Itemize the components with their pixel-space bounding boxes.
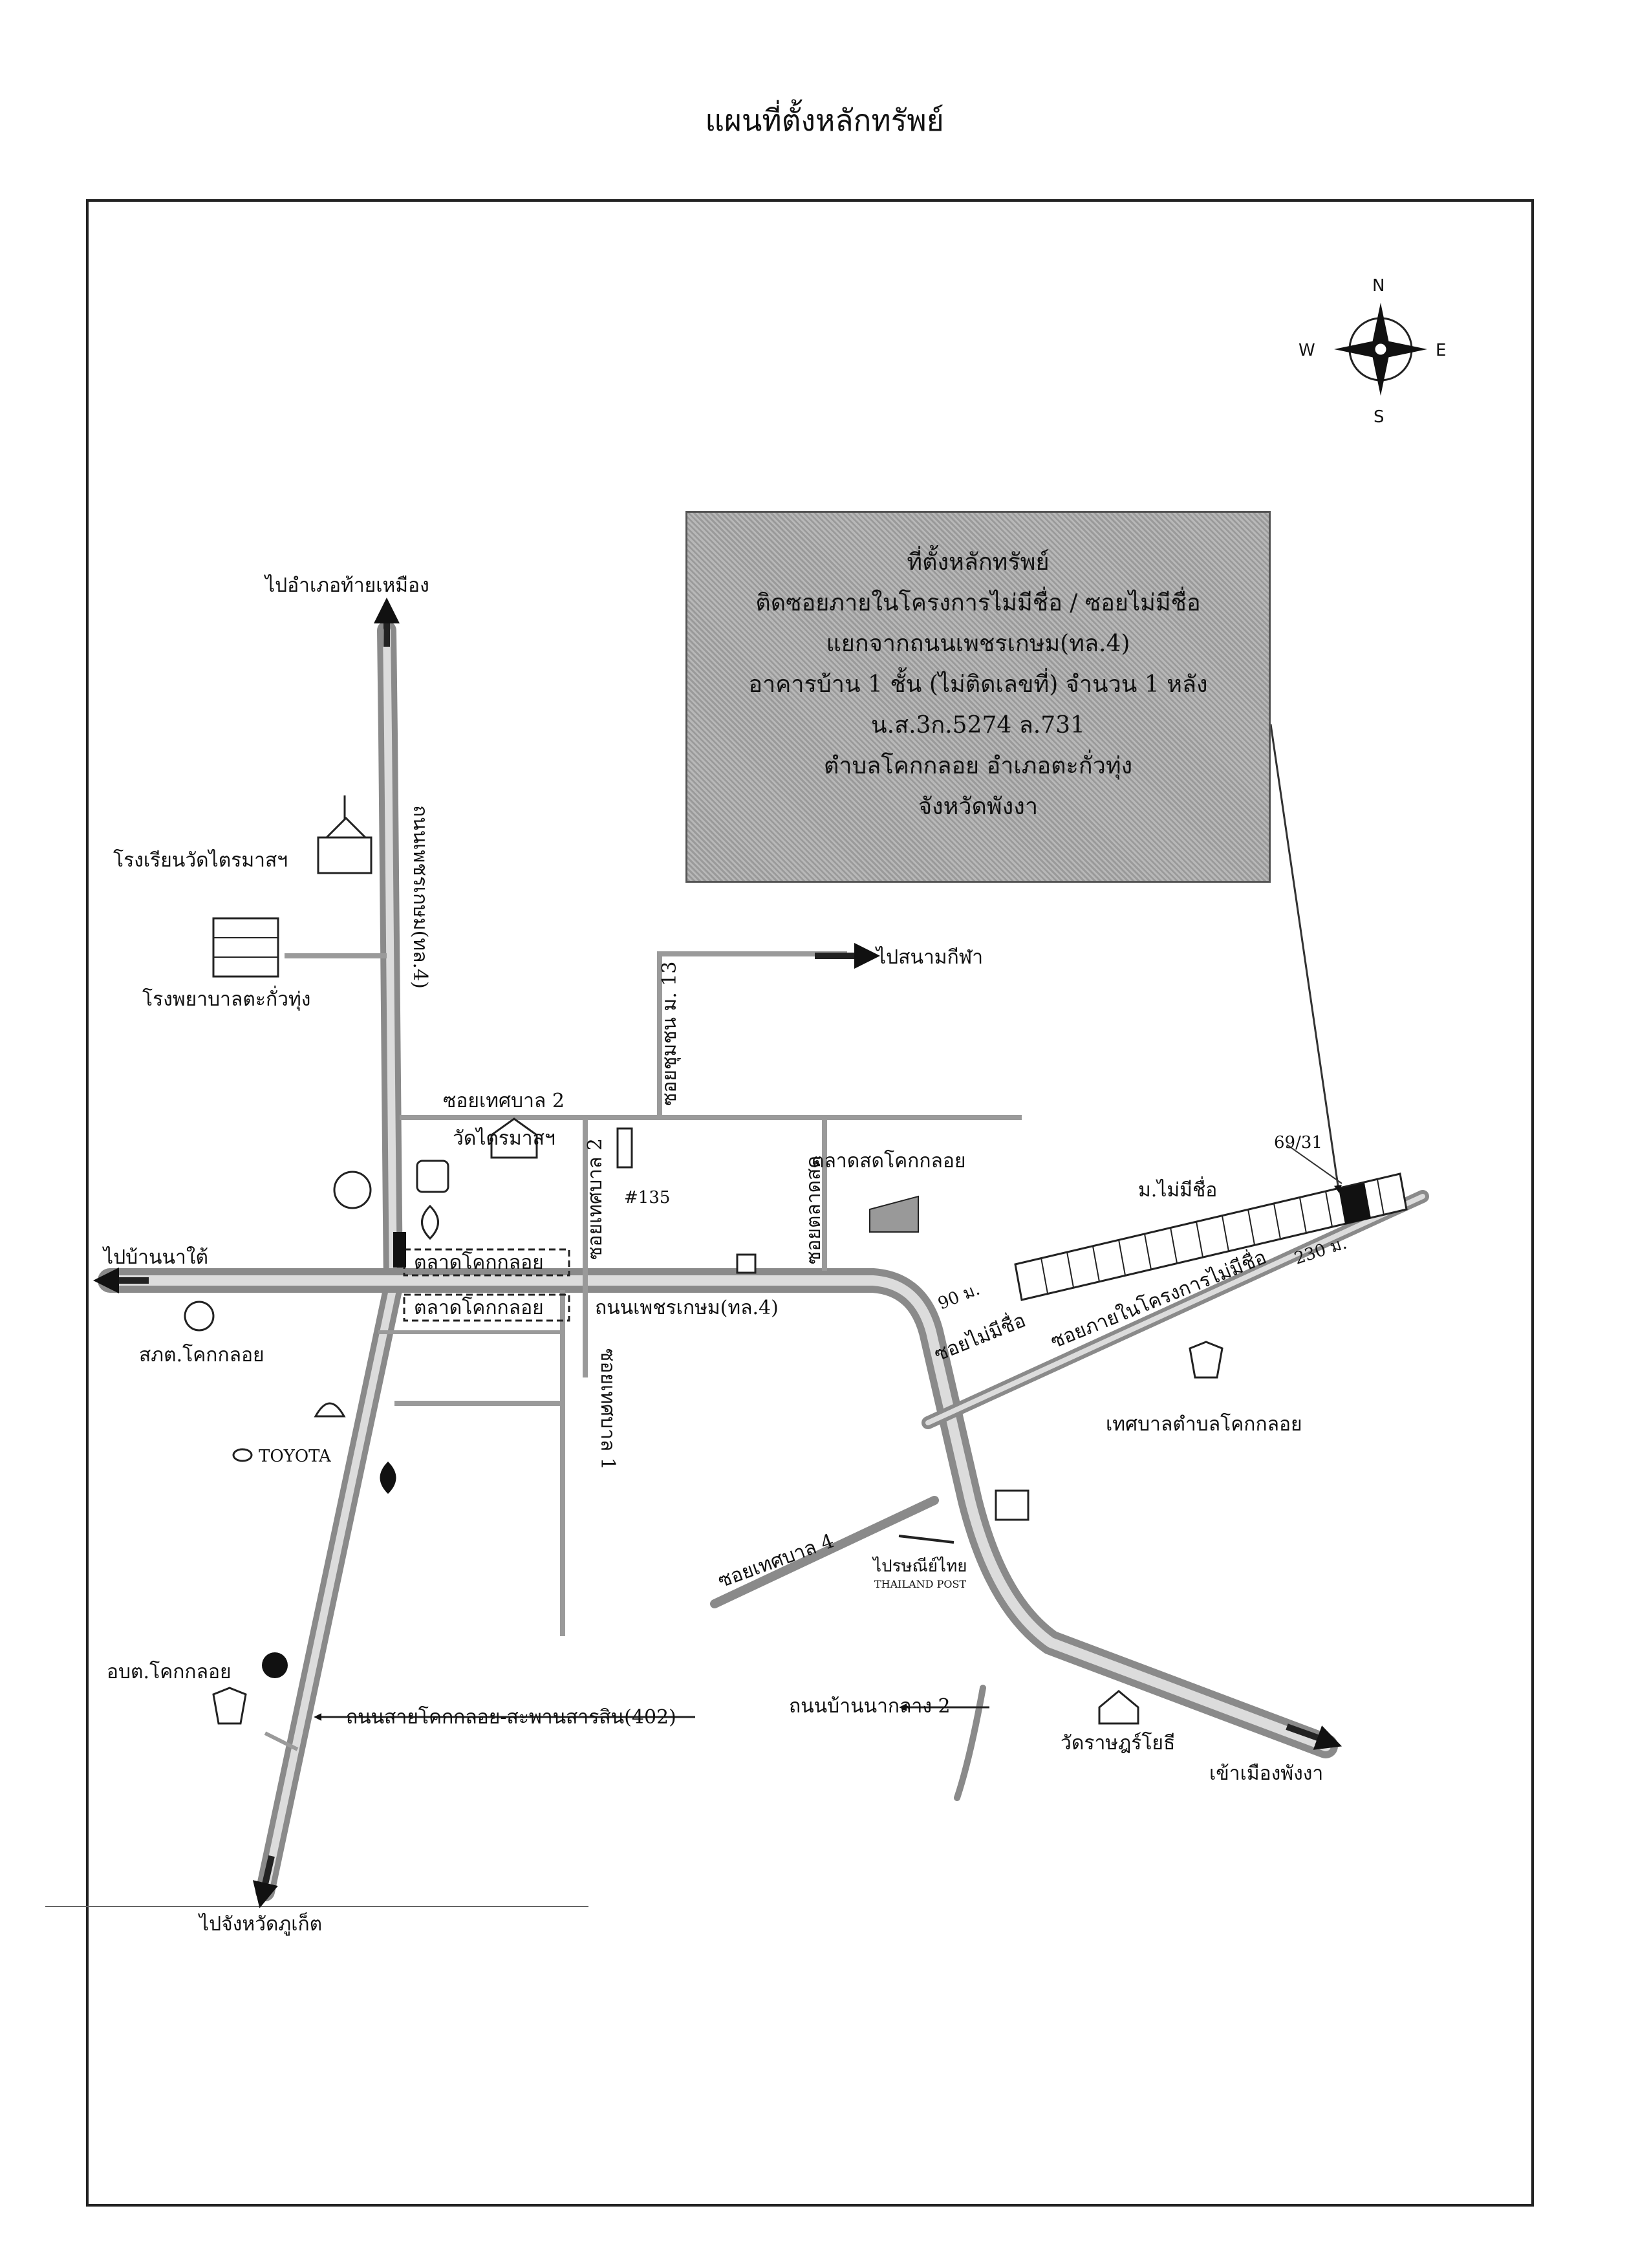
map-frame bbox=[86, 199, 1534, 2207]
post-logo-icon bbox=[898, 1535, 954, 1544]
building-135 bbox=[616, 1127, 633, 1169]
market-box-2 bbox=[403, 1293, 570, 1322]
road-label-petchkasem-ew: ถนนเพชรเกษม(ทล.4) bbox=[595, 1297, 779, 1319]
property-info-box: ที่ตั้งหลักทรัพย์ ติดซอยภายในโครงการไม่ม… bbox=[685, 511, 1271, 883]
label-to-phuket: ไปจังหวัดภูเก็ต bbox=[198, 1912, 322, 1936]
label-to-stadium: ไปสนามกีฬา bbox=[875, 945, 983, 969]
label-to-ban-na-tai: ไปบ้านนาใต้ bbox=[102, 1246, 208, 1269]
bank-icon-4 bbox=[380, 1462, 396, 1494]
label-toyota: TOYOTA bbox=[259, 1447, 332, 1466]
info-line: ติดซอยภายในโครงการไม่มีชื่อ / ซอยไม่มีชื… bbox=[755, 590, 1201, 616]
compass-s: S bbox=[1374, 407, 1385, 427]
label-fresh-market: ตลาดสดโคกกลอย bbox=[812, 1149, 965, 1172]
info-line: น.ส.3ก.5274 ล.731 bbox=[871, 712, 1085, 739]
toyota-logo-icon bbox=[232, 1448, 253, 1462]
road-label-tessaban-2-v: ซอยเทศบาล 2 bbox=[584, 1138, 607, 1260]
label-135: #135 bbox=[624, 1188, 670, 1207]
label-municipality: เทศบาลตำบลโคกกลอย bbox=[1106, 1412, 1302, 1436]
soi-tessaban-4-road bbox=[710, 1496, 939, 1608]
road-label-soi-no-name: ซอยไม่มีชื่อ bbox=[930, 1306, 1029, 1366]
post-box-icon bbox=[995, 1489, 1029, 1521]
obt-connector bbox=[264, 1731, 299, 1751]
market-icon bbox=[869, 1195, 919, 1233]
compass-e: E bbox=[1436, 341, 1446, 360]
label-to-phang-nga: เข้าเมืองพังงา bbox=[1209, 1762, 1323, 1785]
label-wat-rat: วัดราษฎร์โยธี bbox=[1061, 1731, 1175, 1755]
bank-icon-3 bbox=[314, 1402, 346, 1418]
bank-icon bbox=[416, 1160, 449, 1193]
road-label-tessaban-2: ซอยเทศบาล 2 bbox=[443, 1090, 565, 1112]
label-obt: อบต.โคกกลอย bbox=[107, 1660, 232, 1683]
shop-icon bbox=[736, 1253, 757, 1274]
bank-icon-2 bbox=[421, 1204, 439, 1240]
label-post-en: THAILAND POST bbox=[874, 1578, 966, 1590]
label-school: โรงเรียนวัดไตรมาสฯ bbox=[113, 848, 288, 872]
road-label-402: ถนนสายโคกกลอย-สะพานสารสิน(402) bbox=[346, 1705, 676, 1729]
project-houses bbox=[1014, 724, 1408, 1301]
school-icon bbox=[317, 795, 372, 874]
road-label-talat-sod: ซอยตลาดสด bbox=[803, 1156, 825, 1264]
ban-na-klang-road bbox=[954, 1685, 986, 1801]
soi-chumchon-13 bbox=[657, 951, 847, 1118]
page-title: แผนที่ตั้งหลักทรัพย์ bbox=[705, 103, 944, 138]
arrow-phang-nga bbox=[1286, 1723, 1342, 1750]
label-to-thai-mueang: ไปอำเภอท้ายเหมือง bbox=[264, 574, 429, 597]
road-label-tessaban-1: ซอยเทศบาล 1 bbox=[596, 1348, 619, 1470]
label-post: ไปรษณีย์ไทย bbox=[872, 1556, 967, 1576]
police-icon bbox=[184, 1301, 215, 1332]
road-label-petchkasem-ns: ถนนเพชรเกษม(ทล.4) bbox=[409, 805, 431, 989]
police-seal-icon bbox=[333, 1171, 372, 1209]
compass-w: W bbox=[1299, 341, 1315, 360]
house-no-pointer bbox=[1286, 1144, 1342, 1184]
info-line: ที่ตั้งหลักทรัพย์ bbox=[907, 549, 1050, 576]
compass-rose bbox=[1334, 303, 1427, 396]
road-label-chumchon-13: ซอยชุมชน ม. 13 bbox=[658, 961, 682, 1106]
garuda-emblem-icon-2 bbox=[1189, 1341, 1223, 1379]
star-icon bbox=[262, 1652, 288, 1678]
road-network bbox=[98, 621, 1429, 1901]
temple-icon bbox=[490, 1118, 538, 1159]
compass-n: N bbox=[1372, 276, 1385, 296]
label-wat-traimas: วัดไตรมาสฯ bbox=[453, 1127, 555, 1150]
label-dist-90: 90 ม. bbox=[935, 1280, 982, 1314]
info-line: ตำบลโคกกลอย อำเภอตะกั่วทุ่ง bbox=[823, 753, 1133, 779]
arrow-south bbox=[252, 1855, 278, 1908]
label-m-no-name: ม.ไม่มีชื่อ bbox=[1138, 1176, 1217, 1202]
target-property bbox=[1339, 1183, 1371, 1224]
info-line: จังหวัดพังงา bbox=[918, 794, 1039, 820]
temple-icon-2 bbox=[1098, 1690, 1139, 1725]
road-label-ban-na-klang: ถนนบ้านนากลาง 2 bbox=[789, 1695, 951, 1718]
hospital-icon bbox=[212, 917, 279, 978]
label-police: สภต.โคกกลอย bbox=[139, 1343, 264, 1366]
label-hospital: โรงพยาบาลตะกั่วทุ่ง bbox=[142, 986, 310, 1011]
direction-arrows bbox=[93, 598, 1342, 1908]
property-pointer bbox=[1269, 724, 1342, 1193]
label-market-1: ตลาดโคกกลอย bbox=[414, 1251, 544, 1274]
garuda-emblem-icon bbox=[212, 1687, 247, 1725]
label-house-no: 69/31 bbox=[1274, 1133, 1322, 1152]
road-label-tessaban-4: ซอยเทศบาล 4 bbox=[715, 1529, 837, 1592]
petchkasem-road-ns bbox=[255, 621, 403, 1901]
info-line: แยกจากถนนเพชรเกษม(ทล.4) bbox=[826, 631, 1130, 657]
label-market-2: ตลาดโคกกลอย bbox=[414, 1296, 544, 1319]
traffic-light-icon bbox=[393, 1232, 406, 1268]
info-line: อาคารบ้าน 1 ชั้น (ไม่ติดเลขที่) จำนวน 1 … bbox=[748, 671, 1208, 698]
